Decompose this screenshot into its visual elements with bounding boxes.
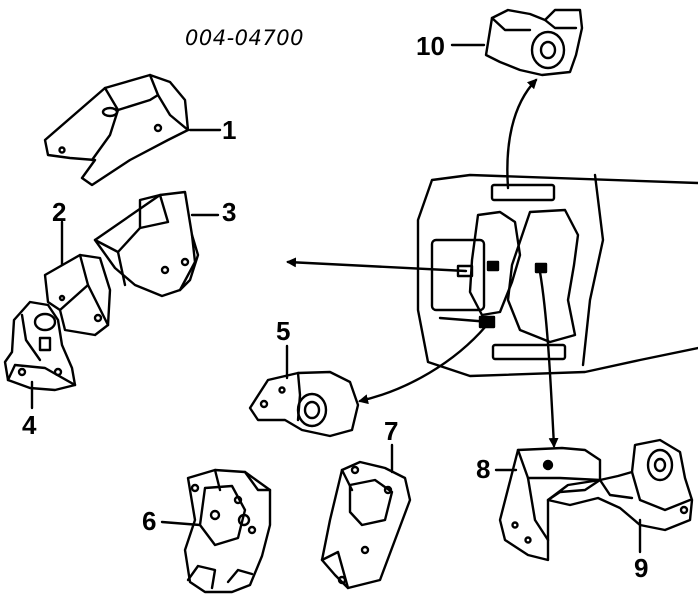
part-6-bracket — [185, 470, 270, 592]
callout-number-2: 2 — [52, 197, 67, 227]
part-2-arm — [45, 255, 110, 335]
callout-number-8: 8 — [476, 454, 491, 484]
arrow-to-bracket-3 — [286, 257, 466, 271]
part-1-bracket — [45, 75, 188, 185]
callout-number-9: 9 — [634, 553, 649, 583]
part-code: 004-04700 — [185, 26, 304, 50]
arrow-to-mount-10 — [507, 78, 538, 188]
callout-number-7: 7 — [384, 416, 399, 446]
part-3-bracket — [95, 192, 198, 296]
callout-number-6: 6 — [142, 506, 157, 536]
part-5-mount — [250, 372, 358, 436]
callout-number-3: 3 — [222, 197, 237, 227]
leader-line-6 — [162, 522, 200, 525]
part-10-mount — [486, 10, 582, 75]
part-8-bracket — [500, 448, 600, 560]
engine-bay-body — [418, 175, 698, 376]
part-4-insulator — [5, 302, 75, 390]
part-9-mount — [548, 440, 692, 530]
callout-number-10: 10 — [416, 31, 445, 61]
part-7-bracket — [322, 462, 410, 588]
callout-number-4: 4 — [22, 410, 37, 440]
callout-number-5: 5 — [276, 316, 291, 346]
callout-number-1: 1 — [222, 115, 237, 145]
arrow-to-bracket-8 — [540, 272, 559, 448]
arrow-to-mount-5 — [358, 326, 486, 405]
